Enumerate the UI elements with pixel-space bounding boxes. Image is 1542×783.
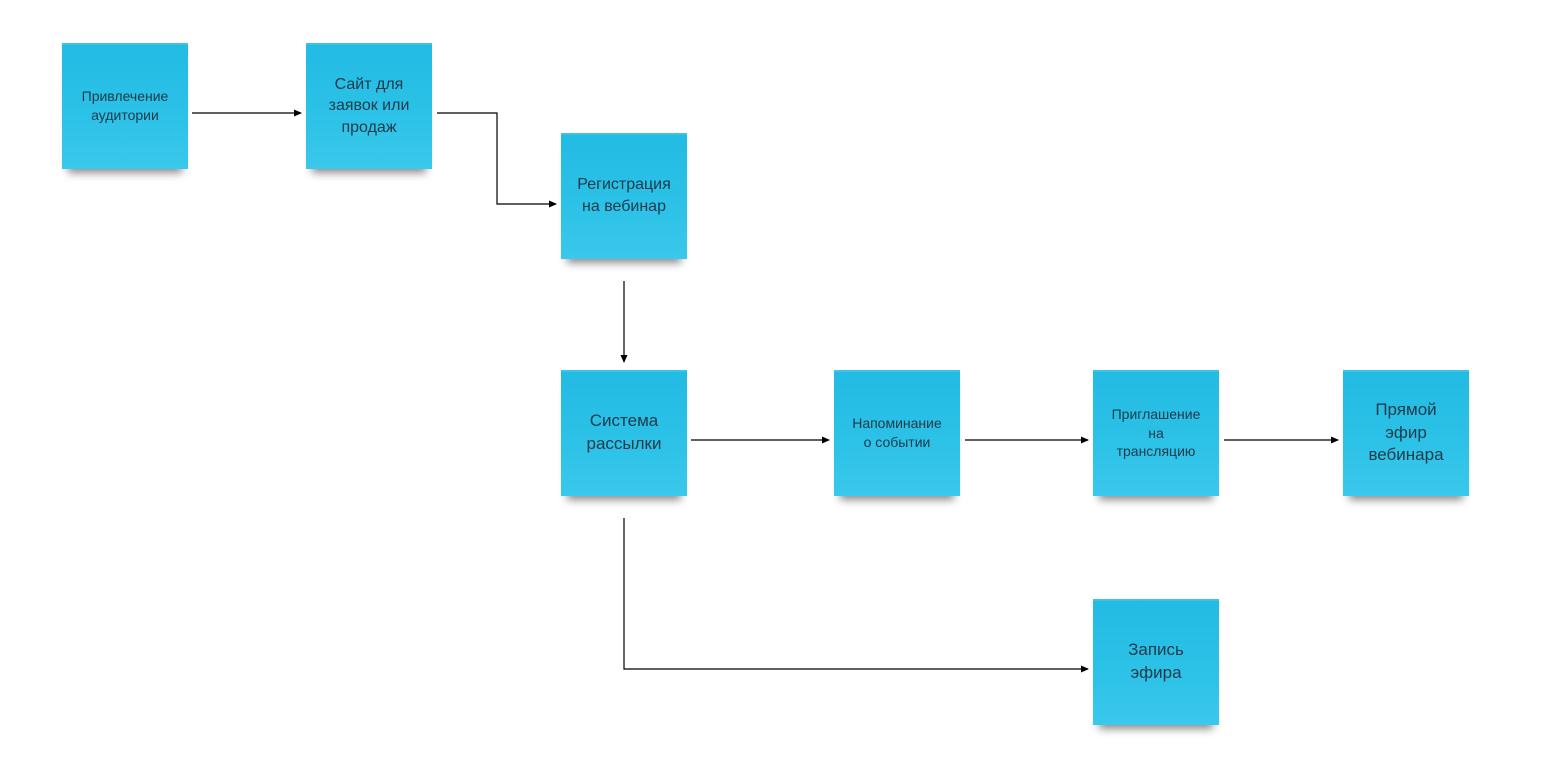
sticky-note-label: Привлечение аудитории bbox=[81, 88, 169, 123]
sticky-note-invitation[interactable]: Приглашение на трансляцию bbox=[1093, 370, 1219, 496]
sticky-note-label: Запись эфира bbox=[1128, 640, 1184, 682]
sticky-note-label: Прямой эфир вебинара bbox=[1368, 399, 1444, 465]
sticky-note-label: Приглашение на трансляцию bbox=[1111, 405, 1201, 460]
sticky-note-reminder[interactable]: Напоминание о событии bbox=[834, 370, 960, 496]
sticky-note-registration[interactable]: Регистрация на вебинар bbox=[561, 133, 687, 259]
connector-mailing-to-recording[interactable] bbox=[623, 518, 1089, 673]
sticky-note-label: Регистрация на вебинар bbox=[577, 176, 671, 215]
sticky-note-label: Система рассылки bbox=[586, 411, 662, 453]
sticky-note-recording[interactable]: Запись эфира bbox=[1093, 599, 1219, 725]
sticky-note-mailing-system[interactable]: Система рассылки bbox=[561, 370, 687, 496]
sticky-note-live-stream[interactable]: Прямой эфир вебинара bbox=[1343, 370, 1469, 496]
sticky-note-label: Напоминание о событии bbox=[852, 415, 942, 450]
connector-site-to-registration[interactable] bbox=[437, 112, 557, 208]
sticky-note-label: Сайт для заявок или продаж bbox=[328, 75, 410, 136]
sticky-note-site[interactable]: Сайт для заявок или продаж bbox=[306, 43, 432, 169]
sticky-note-attract-audience[interactable]: Привлечение аудитории bbox=[62, 43, 188, 169]
